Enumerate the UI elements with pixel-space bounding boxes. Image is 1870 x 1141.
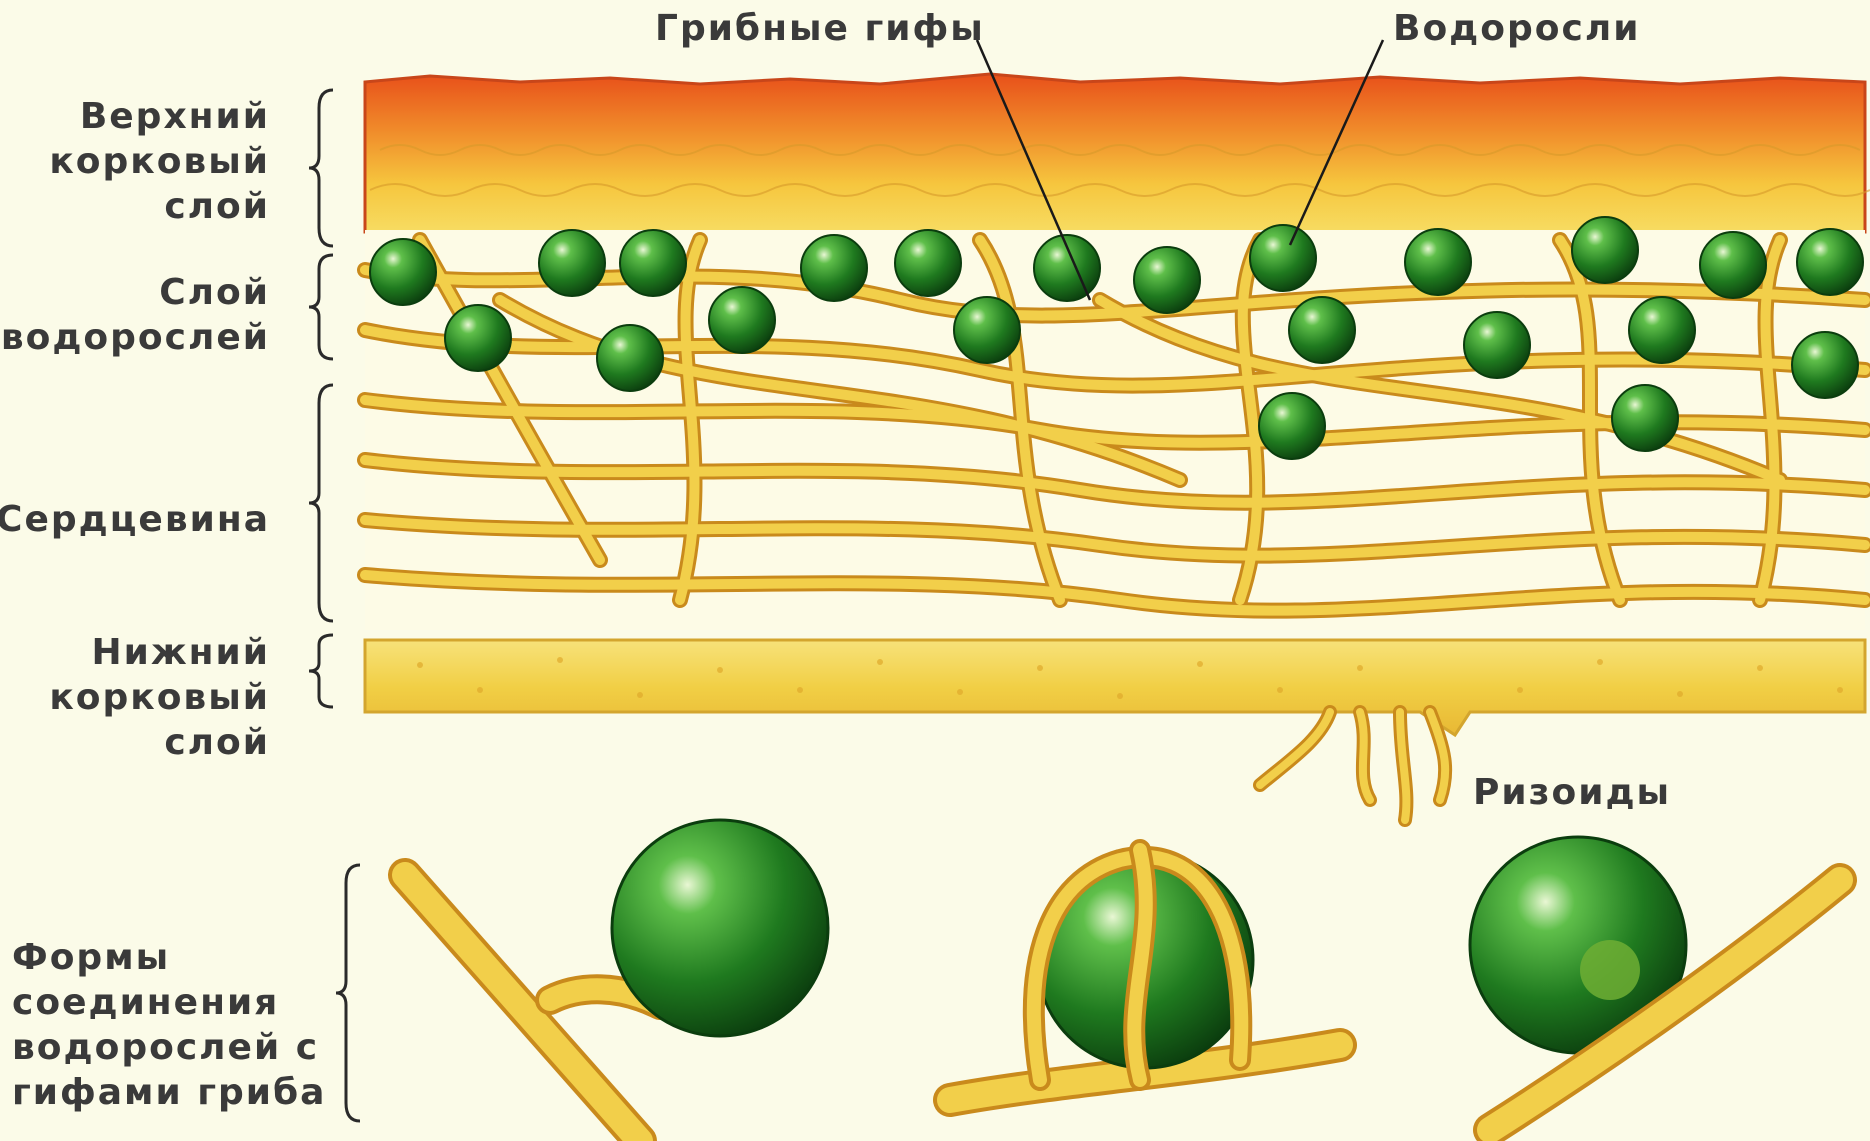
label-upper-cortex-line-3: слой: [49, 184, 270, 229]
alga-cell: [801, 235, 867, 301]
label-connection-forms-line-3: водорослей с: [12, 1025, 326, 1070]
connection-form-1: [405, 820, 828, 1141]
alga-cell: [1259, 393, 1325, 459]
lower-cortex-layer: [365, 640, 1865, 735]
alga-cell: [1134, 247, 1200, 313]
label-connection-forms-line-2: соединения: [12, 980, 326, 1025]
label-lower-cortex-line-3: слой: [49, 720, 270, 765]
rhizoids: [1260, 712, 1445, 820]
alga-cell: [709, 287, 775, 353]
alga-cell: [895, 230, 961, 296]
alga-cell: [1629, 297, 1695, 363]
alga-cell: [539, 230, 605, 296]
label-algae: Водоросли: [1393, 6, 1640, 51]
alga-cell: [954, 297, 1020, 363]
alga-cell: [1612, 385, 1678, 451]
label-lower-cortex-line-1: Нижний: [49, 630, 270, 675]
label-connection-forms-line-4: гифами гриба: [12, 1070, 326, 1115]
label-lower-cortex-line-2: корковый: [49, 675, 270, 720]
label-connection-forms-line-1: Формы: [12, 935, 326, 980]
alga-cell: [1250, 225, 1316, 291]
label-upper-cortex-line-1: Верхний: [49, 94, 270, 139]
alga-cell: [1289, 297, 1355, 363]
label-fungal-hyphae: Грибные гифы: [655, 6, 985, 51]
connection-form-3: [1470, 837, 1840, 1130]
alga-cell: [1700, 232, 1766, 298]
label-algal-layer: Слой водорослей: [1, 270, 270, 360]
alga-cell: [1405, 229, 1471, 295]
label-lower-cortex: Нижний корковый слой: [49, 630, 270, 765]
label-rhizoids: Ризоиды: [1473, 770, 1671, 815]
alga-cell: [1792, 332, 1858, 398]
alga-cell: [445, 305, 511, 371]
brace-algal-layer: [309, 255, 333, 359]
label-upper-cortex: Верхний корковый слой: [49, 94, 270, 229]
alga-cell: [370, 239, 436, 305]
alga-cell: [597, 325, 663, 391]
brace-connection-forms: [336, 865, 360, 1121]
label-medulla: Сердцевина: [0, 497, 270, 542]
alga-cell: [1464, 312, 1530, 378]
label-upper-cortex-line-2: корковый: [49, 139, 270, 184]
alga-cell: [620, 230, 686, 296]
brace-upper-cortex: [309, 90, 333, 246]
alga-cell: [1797, 229, 1863, 295]
label-connection-forms: Формы соединения водорослей с гифами гри…: [12, 935, 326, 1115]
label-algal-layer-line-2: водорослей: [1, 315, 270, 360]
label-algal-layer-line-1: Слой: [1, 270, 270, 315]
brace-medulla: [309, 385, 333, 621]
connection-form-2: [950, 850, 1340, 1100]
brace-lower-cortex: [309, 635, 333, 707]
alga-cell: [1572, 217, 1638, 283]
